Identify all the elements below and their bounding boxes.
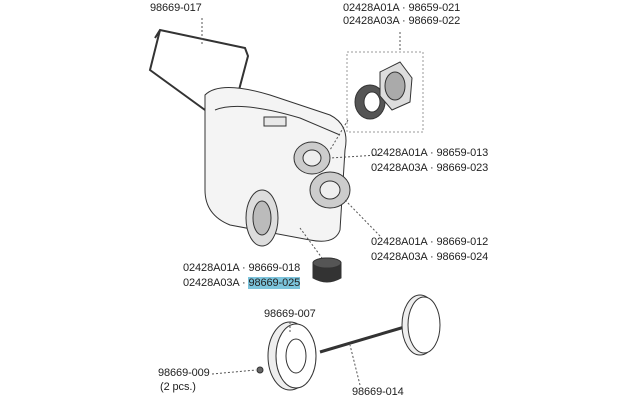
label-lower-cap-b: 02428A03A · 98669-024 — [371, 251, 489, 263]
handle-part — [148, 28, 250, 111]
label-cap-ring-a: 02428A01A · 98659-021 — [343, 2, 461, 14]
label-upper-cap-b: 02428A03A · 98669-023 — [371, 162, 489, 174]
label-axle: 98669-014 — [352, 386, 404, 398]
label-hub-cap-qty: (2 pcs.) — [160, 381, 196, 393]
label-handle: 98669-017 — [150, 2, 202, 14]
label-upper-cap-a: 02428A01A · 98659-013 — [371, 147, 489, 159]
label-drain-cap-b: 02428A03A · 98669-025 — [183, 277, 300, 290]
label-lower-cap-a: 02428A01A · 98669-012 — [371, 236, 489, 248]
axle-part — [319, 324, 409, 354]
label-wheel: 98669-007 — [264, 308, 316, 320]
label-cap-ring-b: 02428A03A · 98669-022 — [343, 15, 461, 27]
drain-cap-b-prefix: 02428A03A · — [183, 277, 249, 289]
drain-cap-a-prefix: 02428A01A · — [183, 262, 249, 274]
label-drain-cap-a: 02428A01A · 98669-018 — [183, 262, 300, 275]
drain-cap-a-part: 98669-018 — [248, 262, 301, 274]
drain-cap-b-part-highlighted[interactable]: 98669-025 — [248, 277, 301, 289]
hub-cap-part — [256, 366, 264, 374]
label-hub-cap: 98669-009 — [158, 367, 210, 379]
